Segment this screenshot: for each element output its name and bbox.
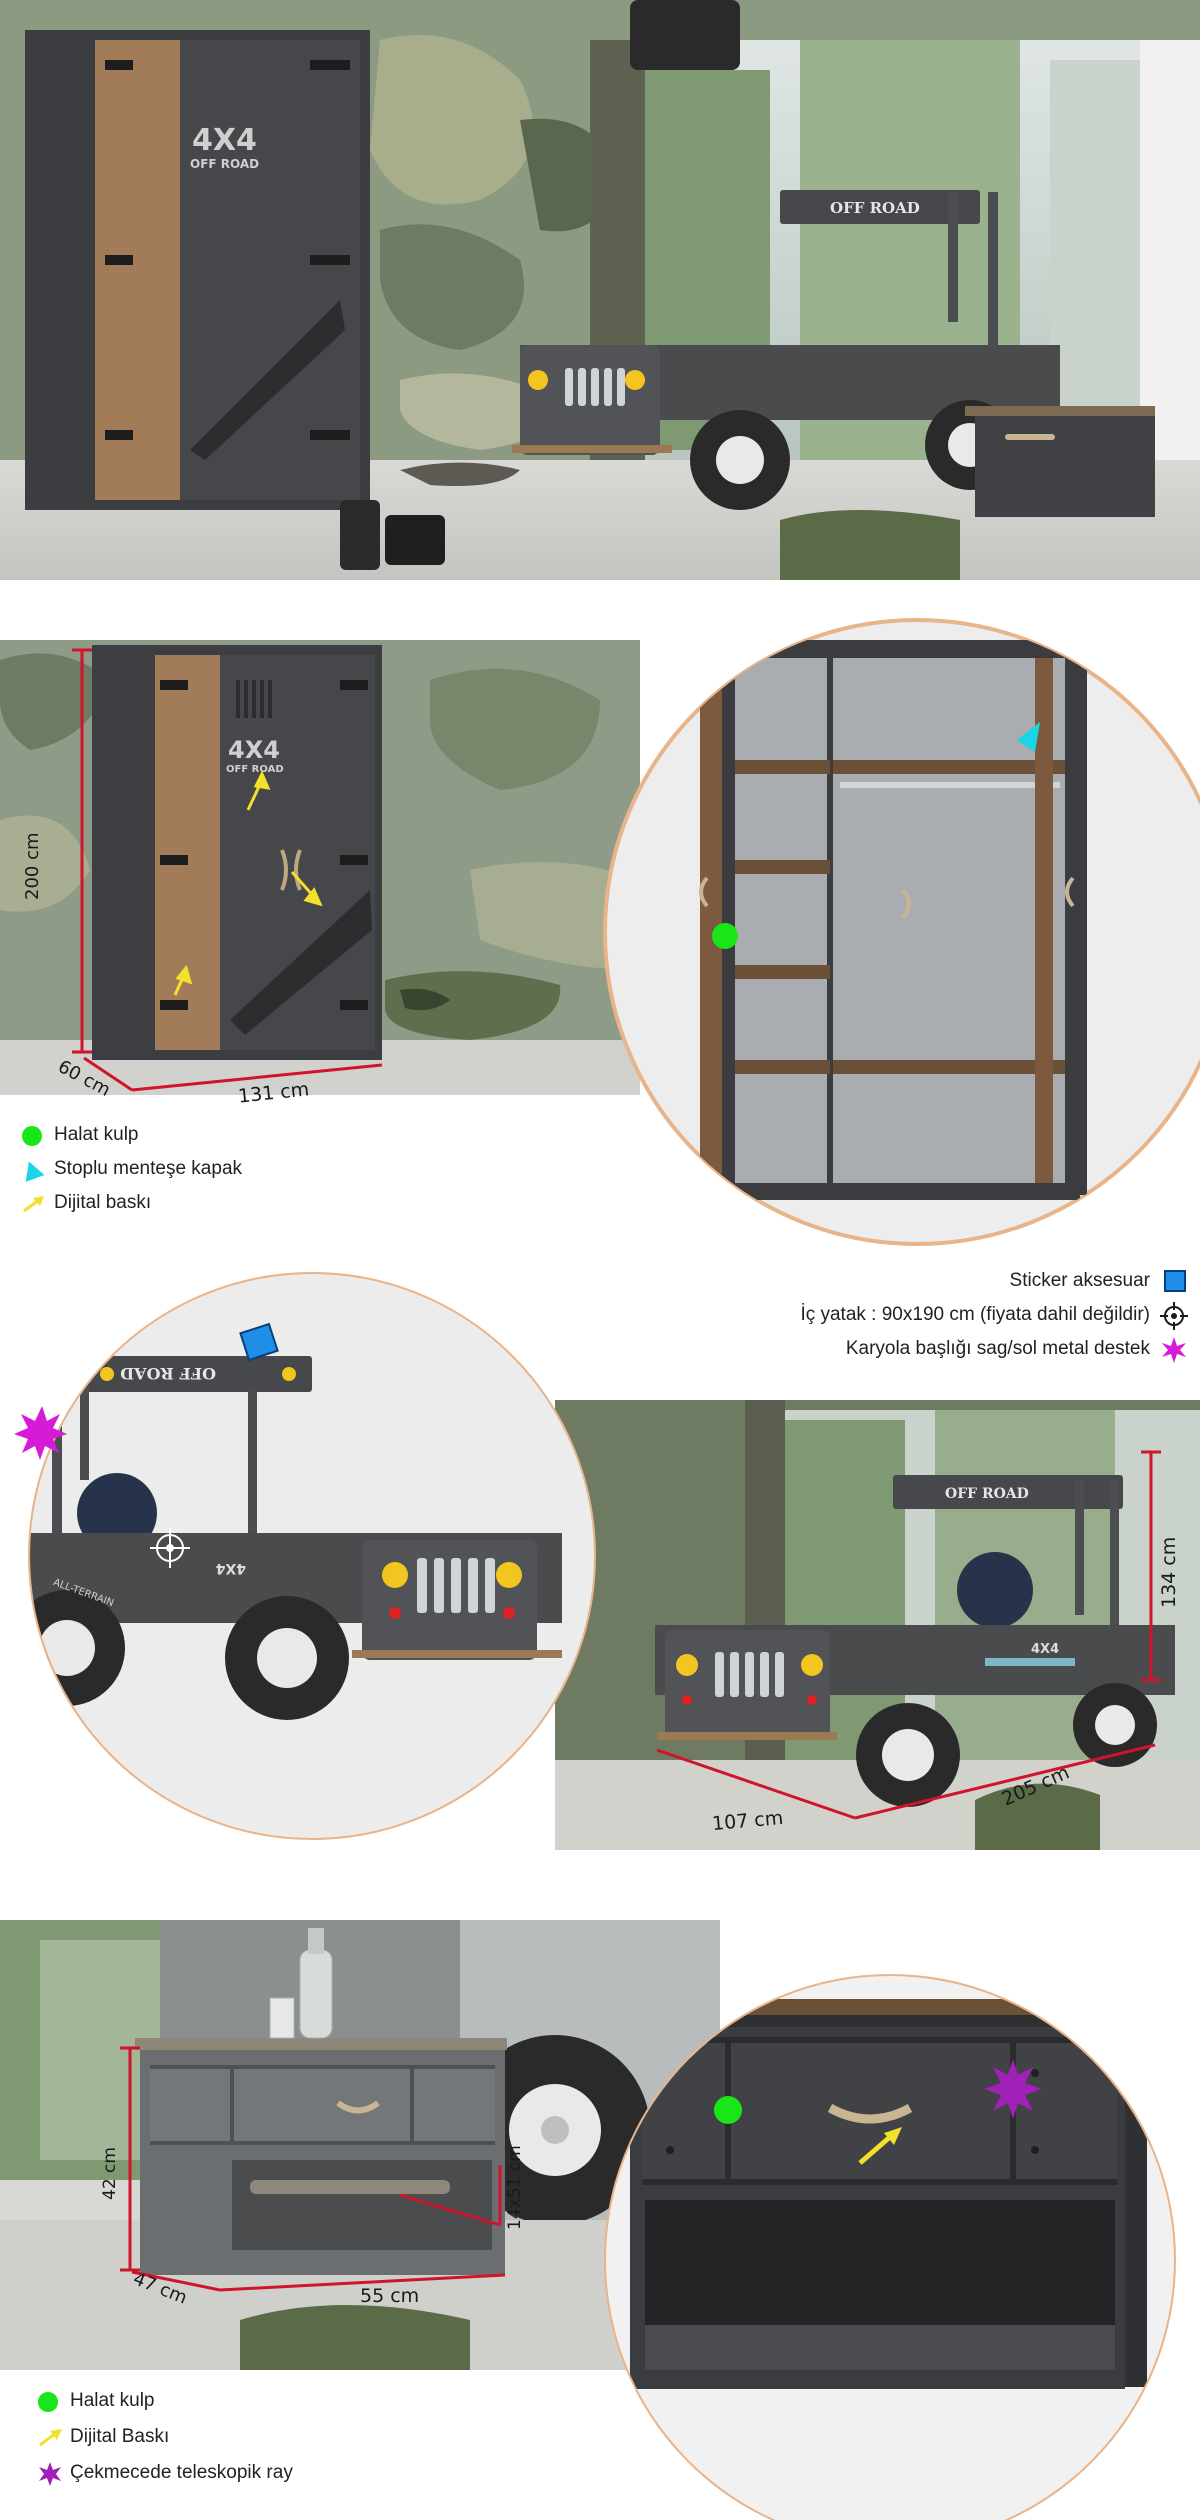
hinge-marker-icon — [1017, 722, 1040, 752]
bed-legend: Sticker aksesuar İç yatak : 90x190 cm (f… — [600, 1268, 1190, 1378]
purple-star-icon — [39, 2462, 61, 2486]
legend-label: Dijital Baskı — [70, 2426, 170, 2447]
digital-print-arrow-icon — [173, 770, 323, 996]
crosshair-icon — [1160, 1302, 1188, 1330]
legend-label: Dijital baskı — [54, 1192, 152, 1213]
bed-hood-text: 4X4 — [215, 1560, 246, 1576]
bed-photo: OFF ROAD 4X4 — [555, 1400, 1200, 1850]
legend-item: Stoplu menteşe kapak — [19, 1158, 352, 1184]
wardrobe-door-text-1: 4X4 — [228, 736, 280, 764]
legend-label: Karyola başlığı sag/sol metal destek — [845, 1338, 1150, 1359]
svg-text:OFF ROAD: OFF ROAD — [945, 1486, 1029, 1502]
legend-item: Halat kulp — [22, 1124, 352, 1150]
svg-text:OFF ROAD: OFF ROAD — [190, 157, 259, 171]
nightstand-closeup-circle — [590, 1955, 1190, 2520]
svg-text:4X4: 4X4 — [1031, 1642, 1059, 1657]
bed-roof-text: OFF ROAD — [120, 1364, 216, 1383]
svg-text:OFF ROAD: OFF ROAD — [830, 199, 920, 217]
bed-closeup-circle: OFF ROAD 4X4 ALL-TERRAIN — [12, 1268, 612, 1848]
cyan-triangle-icon — [19, 1158, 45, 1182]
nightstand-width-label: 55 cm — [360, 2285, 420, 2307]
legend-label: Halat kulp — [54, 1124, 139, 1145]
yellow-arrow-icon — [39, 2429, 62, 2447]
green-dot-icon — [22, 1126, 42, 1146]
wardrobe-door-text-2: OFF ROAD — [226, 764, 284, 775]
legend-label: Halat kulp — [70, 2390, 155, 2411]
hero-wardrobe-4x4-text: 4X4 — [192, 123, 257, 158]
metal-support-marker-icon — [14, 1406, 67, 1460]
green-dot-icon — [38, 2392, 58, 2412]
magenta-star-icon — [1162, 1337, 1186, 1363]
yellow-arrow-icon — [23, 1196, 44, 1213]
crosshair-marker-icon — [150, 1528, 190, 1568]
legend-item: Dijital Baskı — [38, 2426, 398, 2452]
hero-room-photo: 4X4 OFF ROAD OFF ROAD — [0, 0, 1200, 580]
rope-handle-marker-icon — [712, 923, 738, 949]
legend-label: Stoplu menteşe kapak — [54, 1158, 243, 1179]
legend-item: Çekmecede teleskopik ray — [38, 2462, 398, 2488]
rope-handle-marker-icon — [714, 2096, 742, 2124]
nightstand-photo — [0, 1920, 720, 2370]
wardrobe-height-label: 200 cm — [22, 832, 43, 900]
sticker-marker-icon — [239, 1322, 279, 1362]
nightstand-height-label: 42 cm — [100, 2147, 120, 2200]
legend-item: Halat kulp — [38, 2390, 398, 2416]
legend-label: Çekmecede teleskopik ray — [70, 2462, 293, 2483]
bed-height-label: 134 cm — [1158, 1536, 1180, 1608]
legend-item: Dijital baskı — [22, 1192, 352, 1218]
blue-square-icon — [1164, 1270, 1186, 1292]
nightstand-inner-height-label: 14x51 cm — [505, 2145, 525, 2230]
legend-label: Sticker aksesuar — [1009, 1270, 1150, 1291]
legend-label: İç yatak : 90x190 cm (fiyata dahil değil… — [800, 1304, 1150, 1325]
telescopic-rail-marker-icon — [984, 2059, 1042, 2119]
digital-print-arrow-icon — [858, 2127, 902, 2165]
wardrobe-photo: 4X4 OFF ROAD — [0, 640, 640, 1095]
wardrobe-interior-circle — [595, 610, 1200, 1250]
